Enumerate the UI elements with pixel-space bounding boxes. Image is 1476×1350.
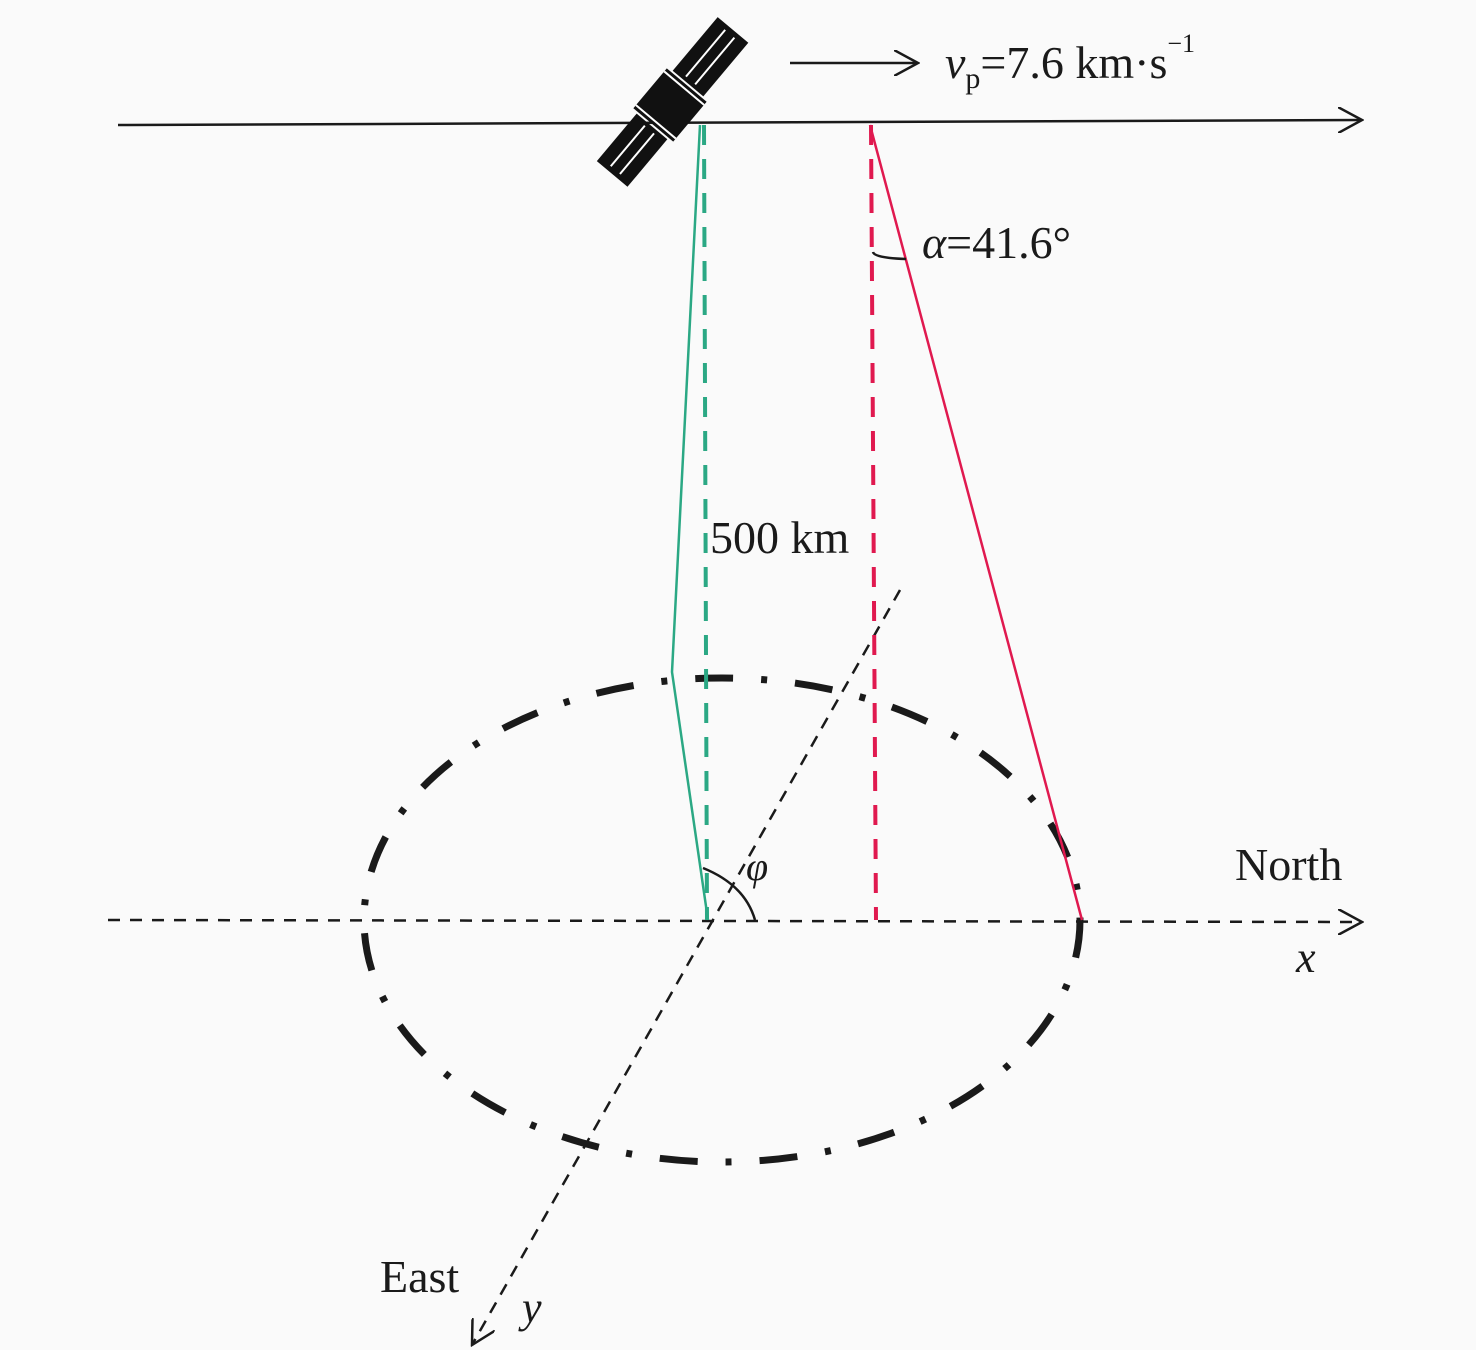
north-label: North — [1235, 839, 1342, 890]
alpha-label: α=41.6° — [922, 217, 1071, 268]
red-slant-beam-line — [868, 124, 1084, 921]
x-axis-label: x — [1295, 933, 1316, 982]
y-axis-east — [472, 589, 902, 1345]
alpha-angle-arc — [871, 251, 907, 261]
x-axis-north — [107, 920, 1362, 922]
footprint-ellipse — [360, 674, 1084, 1166]
y-axis-label: y — [518, 1283, 542, 1332]
satellite-icon — [596, 17, 749, 187]
altitude-label: 500 km — [710, 512, 850, 563]
red-vertical-dashed-line — [869, 124, 878, 921]
orbit-track-line — [117, 120, 1362, 125]
phi-angle-arc — [702, 866, 757, 921]
green-beam-line — [670, 124, 710, 921]
velocity-label: vp=7.6 km·s−1 — [945, 29, 1195, 95]
east-label: East — [380, 1251, 459, 1302]
phi-label: φ — [746, 844, 768, 889]
nadir-dashed-line — [702, 124, 709, 921]
